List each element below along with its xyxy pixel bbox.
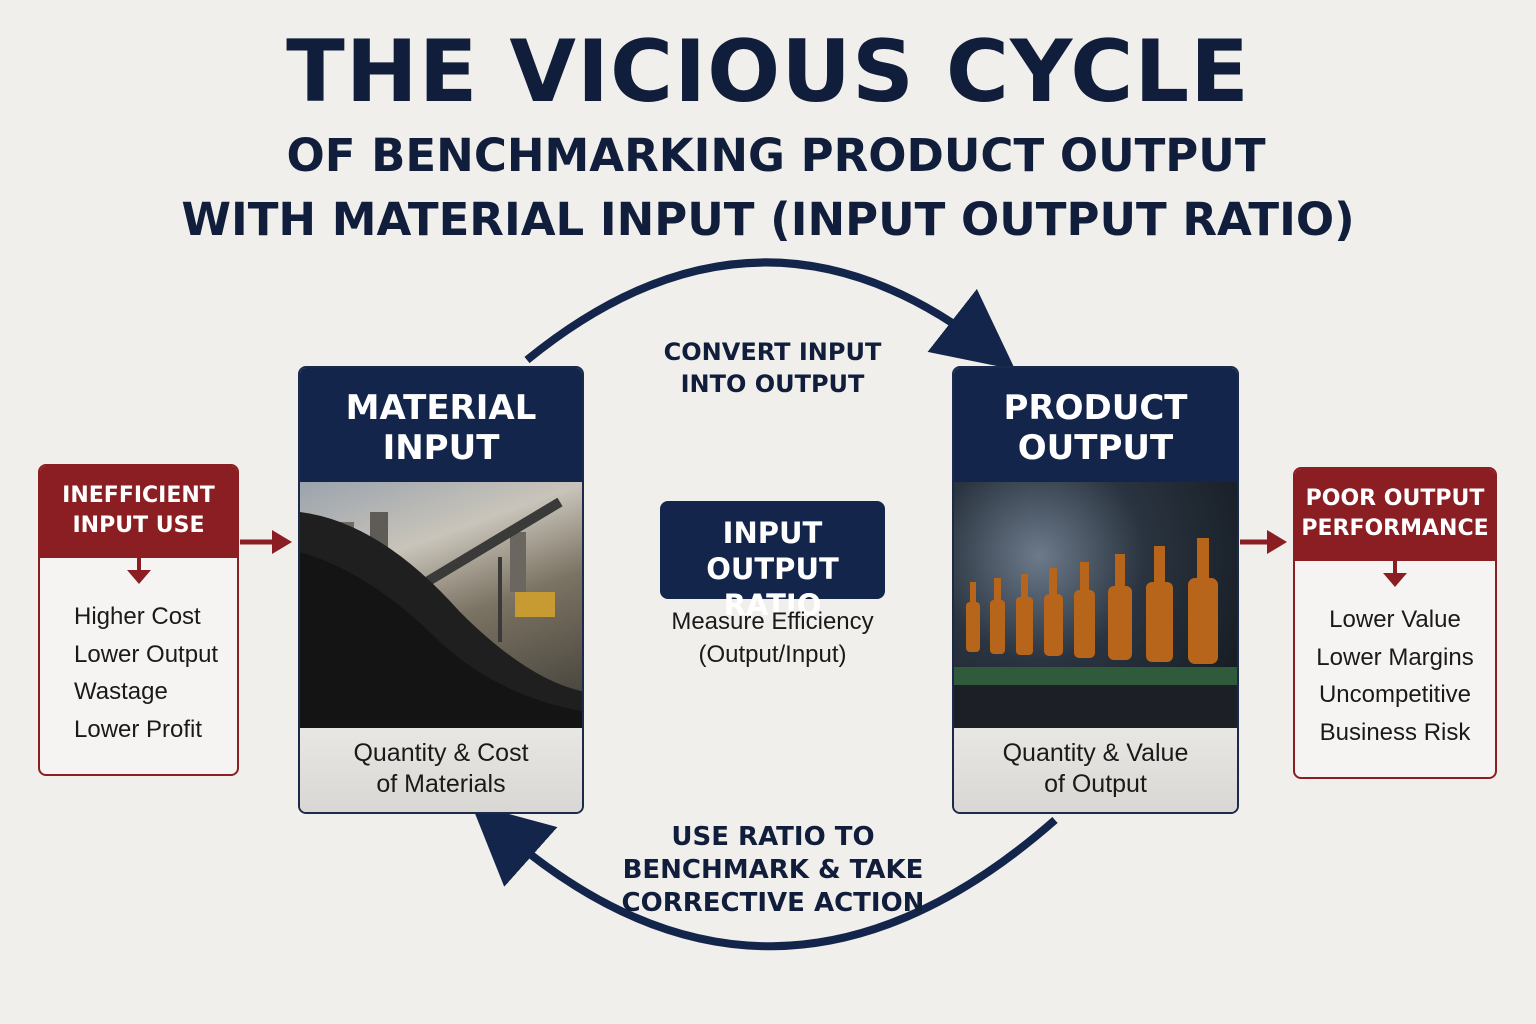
down-arrowhead-icon [1383,573,1407,587]
right-red-arrow [1240,530,1287,554]
bottles-photo [954,482,1237,728]
convert-label: CONVERT INPUT INTO OUTPUT [663,338,882,398]
list-item: Business Risk [1319,718,1471,746]
page-title: THE VICIOUS CYCLE [286,22,1250,122]
down-arrow-icon [1393,561,1397,573]
inefficient-input-title: INEFFICIENT INPUT USE [40,466,237,558]
list-item: Higher Cost [74,603,201,630]
poor-output-list: Lower Value Lower Margins Uncompetitive … [1295,587,1495,751]
coal-photo [300,482,582,728]
benchmark-label: USE RATIO TO BENCHMARK & TAKE CORRECTIVE… [621,822,925,918]
subtitle-line-2: WITH MATERIAL INPUT (INPUT OUTPUT RATIO) [181,193,1355,246]
material-input-title: MATERIAL INPUT [300,368,582,482]
ratio-description: Measure Efficiency (Output/Input) [671,608,874,668]
down-arrow-icon [136,558,141,570]
left-red-arrow [240,530,292,554]
list-item: Lower Value [1329,606,1461,633]
product-output-caption: Quantity & Value of Output [954,728,1237,812]
inefficient-list: Higher Cost Lower Output Wastage Lower P… [40,584,237,748]
inefficient-input-box: INEFFICIENT INPUT USE Higher Cost Lower … [38,464,239,776]
list-item: Lower Output [74,640,219,668]
product-output-card: PRODUCT OUTPUT Quantity & Value of Outpu… [952,366,1239,814]
material-input-caption: Quantity & Cost of Materials [300,728,582,812]
bottom-cycle-arrow [471,803,1058,951]
subtitle-line-1: OF BENCHMARKING PRODUCT OUTPUT [286,129,1266,182]
poor-output-title: POOR OUTPUT PERFORMANCE [1295,469,1495,561]
list-item: Lower Margins [1316,643,1474,671]
material-input-card: MATERIAL INPUT Quantity & Cost of Materi… [298,366,584,814]
ratio-box: INPUT OUTPUT RATIO [660,501,885,622]
down-arrowhead-icon [126,570,151,584]
list-item: Wastage [74,678,168,705]
list-item: Uncompetitive [1318,681,1472,708]
top-cycle-arrow [524,258,1016,370]
list-item: Lower Profit [74,715,203,743]
poor-output-box: POOR OUTPUT PERFORMANCE Lower Value Lowe… [1293,467,1497,779]
product-output-title: PRODUCT OUTPUT [954,368,1237,482]
